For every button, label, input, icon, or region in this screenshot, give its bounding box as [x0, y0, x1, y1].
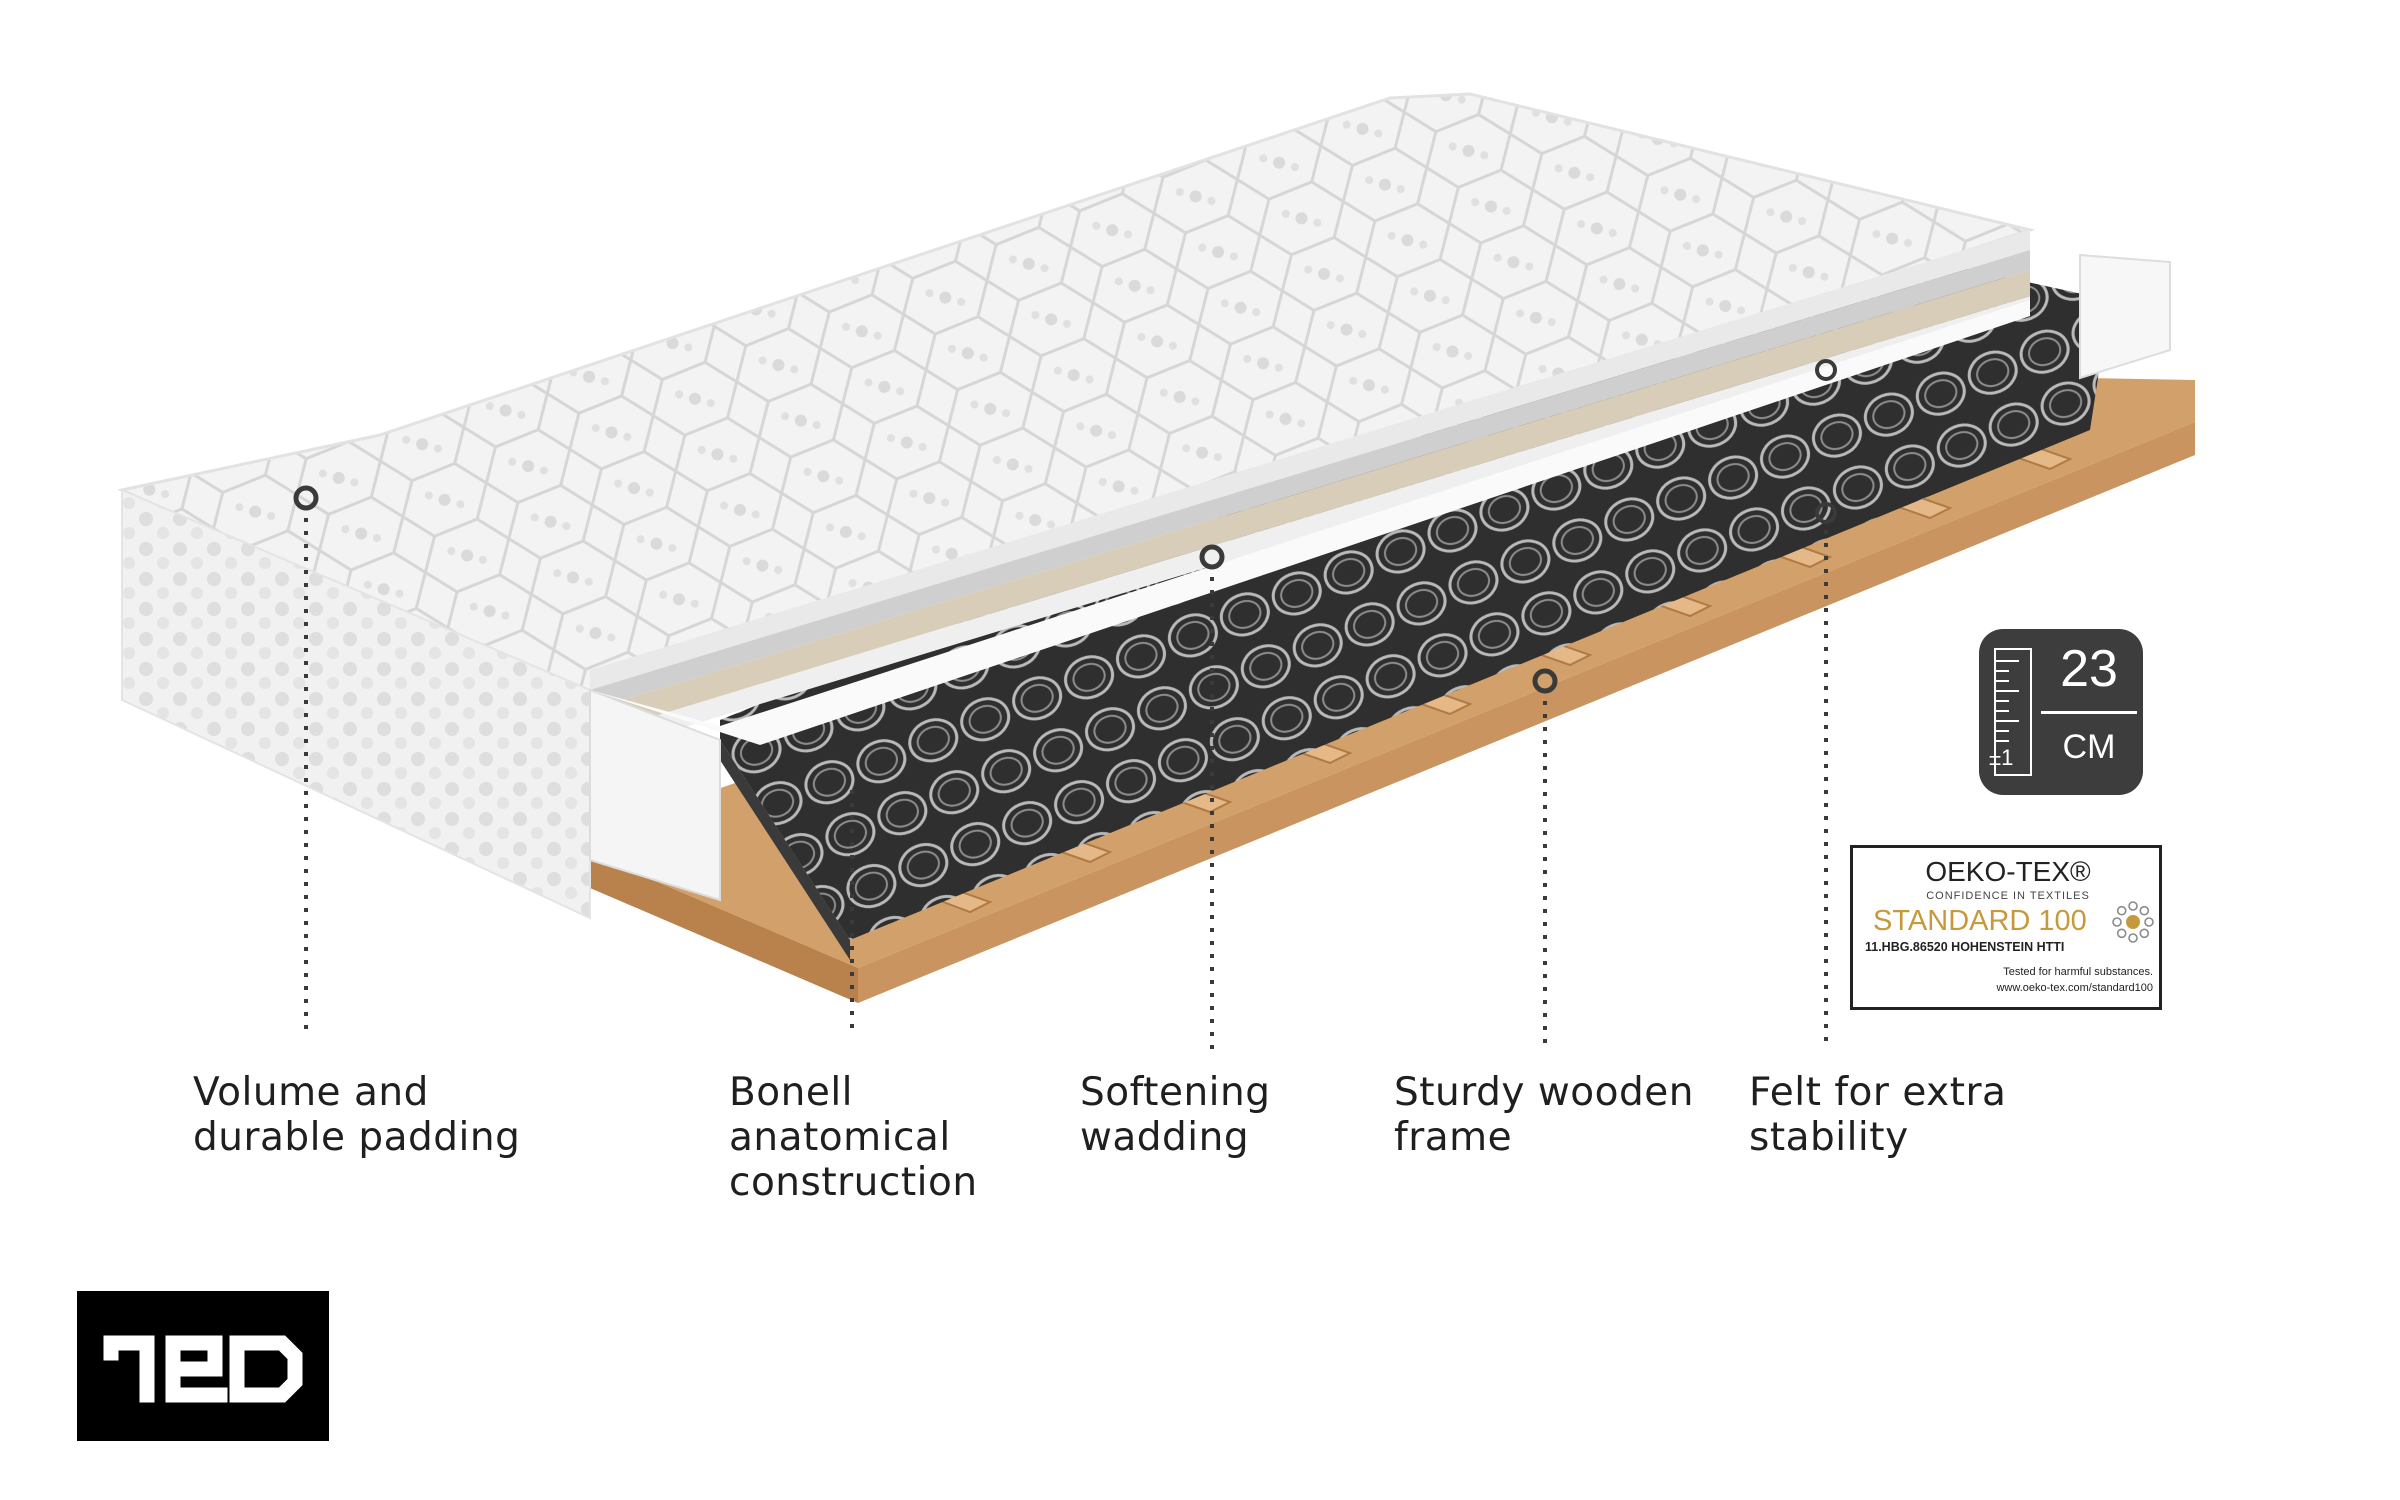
feature-label-felt: Felt for extra stability	[1749, 1070, 2006, 1160]
feature-label-padding: Volume and durable padding	[193, 1070, 520, 1160]
certification-code: 11.HBG.86520 HOHENSTEIN HTTI	[1865, 940, 2065, 954]
feature-label-bonell: Bonell anatomical construction	[729, 1070, 978, 1205]
feature-line: Volume and	[193, 1070, 429, 1115]
certification-note: Tested for harmful substances.	[2003, 966, 2153, 978]
height-unit: CM	[2062, 728, 2116, 766]
feature-line: frame	[1394, 1115, 1513, 1160]
divider	[2041, 711, 2137, 714]
oeko-tex-certification-badge: OEKO-TEX® CONFIDENCE IN TEXTILES STANDAR…	[1850, 845, 2162, 1010]
ruler-icon	[1994, 648, 2032, 776]
height-badge: ±1 23 CM	[1979, 629, 2143, 795]
feature-line: durable padding	[193, 1115, 521, 1160]
brand-logo	[77, 1291, 329, 1441]
feature-label-wooden-frame: Sturdy wooden frame	[1394, 1070, 1694, 1160]
feature-line: construction	[729, 1160, 978, 1205]
feature-line: Felt for extra	[1749, 1070, 2007, 1115]
feature-line: Softening	[1080, 1070, 1271, 1115]
certification-subtitle: CONFIDENCE IN TEXTILES	[1926, 890, 2090, 902]
certification-url: www.oeko-tex.com/standard100	[1996, 982, 2153, 994]
oeko-tex-flower-icon	[2112, 901, 2154, 943]
ted-logo-mark	[103, 1335, 303, 1403]
certification-title: OEKO-TEX®	[1925, 856, 2091, 887]
certification-standard: STANDARD 100	[1873, 905, 2087, 937]
feature-line: anatomical	[729, 1115, 951, 1160]
height-tolerance: ±1	[1989, 745, 2014, 770]
callout-markers	[293, 359, 1837, 1050]
feature-line: Sturdy wooden	[1394, 1070, 1694, 1115]
mattress-top	[117, 92, 2036, 920]
feature-line: wadding	[1080, 1115, 1250, 1160]
height-value: 23	[2060, 640, 2118, 698]
feature-label-wadding: Softening wadding	[1080, 1070, 1270, 1160]
spring-core	[720, 250, 2110, 960]
feature-line: Bonell	[729, 1070, 853, 1115]
feature-line: stability	[1749, 1115, 1909, 1160]
